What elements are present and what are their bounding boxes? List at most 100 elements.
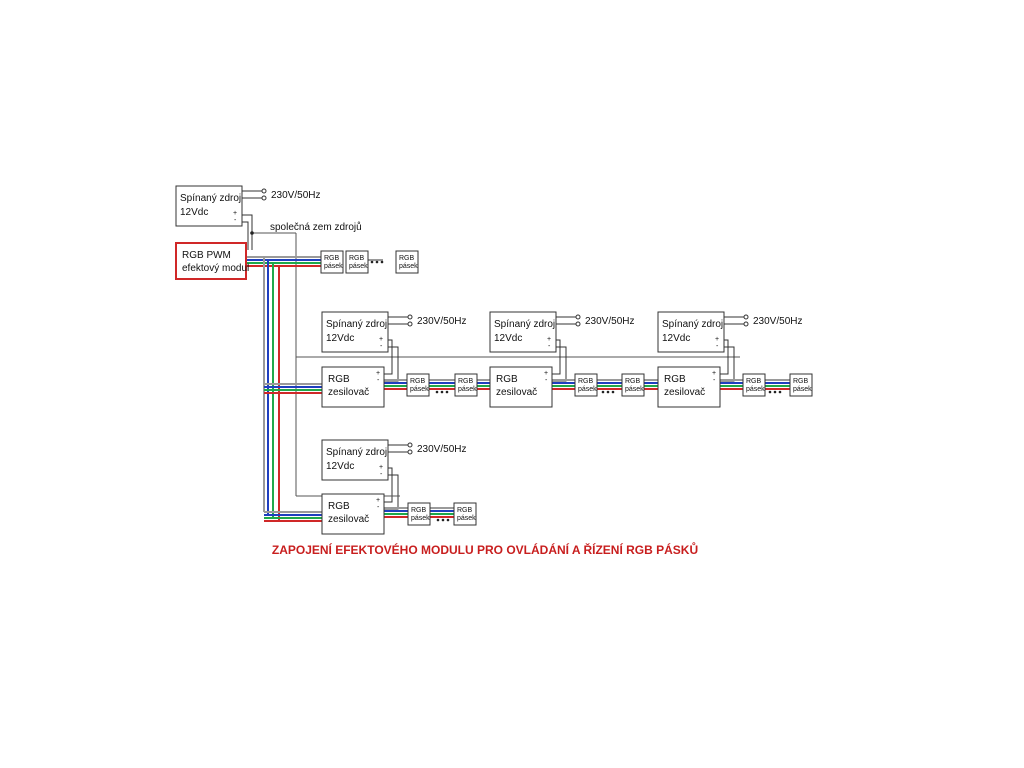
continuation-dots	[370, 260, 384, 264]
minus-sign: -	[377, 377, 380, 384]
strip-sublabel: pásek	[746, 386, 765, 393]
strip-sublabel: pásek	[458, 386, 477, 393]
psu-minus-lead	[242, 221, 249, 250]
strip-sublabel: pásek	[625, 386, 644, 393]
strip-label: RGB	[793, 378, 809, 385]
mains-input: 230V/50Hz	[388, 314, 466, 327]
dot	[768, 390, 772, 394]
dot	[436, 518, 440, 522]
minus-sign: -	[548, 343, 551, 350]
dot	[380, 260, 384, 264]
strip-label: RGB	[349, 255, 365, 262]
strip-box	[621, 373, 645, 397]
plus-sign: +	[547, 336, 551, 343]
diagram-caption: ZAPOJENÍ EFEKTOVÉHO MODULU PRO OVLÁDÁNÍ …	[271, 543, 699, 557]
minus-sign: -	[380, 343, 383, 350]
amplifier-sublabel: zesilovač	[328, 387, 369, 398]
mains-input: 230V/50Hz	[388, 442, 466, 455]
strip-box	[789, 373, 813, 397]
continuation-dots	[435, 390, 449, 394]
dot	[445, 390, 449, 394]
strip-box	[742, 373, 766, 397]
plus-sign: +	[379, 464, 383, 471]
strip-box	[406, 373, 430, 397]
dot	[440, 390, 444, 394]
plus-sign: +	[712, 370, 716, 377]
power-supply-label: Spínaný zdroj	[326, 447, 387, 458]
strip-box	[454, 373, 478, 397]
power-supply-box	[489, 311, 557, 353]
amplifier-box	[657, 366, 721, 408]
mains-terminal	[261, 195, 267, 201]
amplifier-label: RGB	[664, 374, 686, 385]
strip-sublabel: pásek	[793, 386, 812, 393]
mains-input: 230V/50Hz	[556, 314, 634, 327]
trunk-to-amp4-wires	[264, 511, 322, 522]
dot	[773, 390, 777, 394]
mains-terminal	[743, 321, 749, 327]
power-supply-voltage: 12Vdc	[326, 333, 354, 344]
continuation-dots	[768, 390, 782, 394]
amplifier-label: RGB	[328, 374, 350, 385]
amplifier-sublabel: zesilovač	[328, 514, 369, 525]
strip-sublabel: pásek	[324, 263, 343, 270]
common-ground-lines	[242, 214, 297, 496]
dot	[778, 390, 782, 394]
amplifier-sublabel: zesilovač	[664, 387, 705, 398]
mains-terminal	[743, 314, 749, 320]
amplifier-box	[489, 366, 553, 408]
strip-sublabel: pásek	[399, 263, 418, 270]
mains-terminal	[407, 321, 413, 327]
amplifier-sublabel: zesilovač	[496, 387, 537, 398]
continuation-dots	[601, 390, 615, 394]
pwm-output-wires	[246, 256, 322, 267]
strip-sublabel: pásek	[411, 515, 430, 522]
strip-label: RGB	[399, 255, 415, 262]
power-supply-box	[321, 311, 389, 353]
power-supply-label: Spínaný zdroj	[180, 193, 241, 204]
plus-sign: +	[376, 497, 380, 504]
mains-label: 230V/50Hz	[585, 316, 634, 327]
amplifier-box	[321, 366, 385, 408]
wires-layer	[242, 214, 812, 522]
common-ground-label: společná zem zdrojů	[270, 221, 362, 233]
mains-label: 230V/50Hz	[753, 316, 802, 327]
minus-sign: -	[234, 217, 237, 224]
power-supply-box	[657, 311, 725, 353]
strip-box	[345, 250, 369, 274]
mains-terminal	[407, 442, 413, 448]
power-supply-voltage: 12Vdc	[494, 333, 522, 344]
dot	[606, 390, 610, 394]
strip-label: RGB	[578, 378, 594, 385]
mains-label: 230V/50Hz	[417, 444, 466, 455]
minus-sign: -	[380, 471, 383, 478]
strip-label: RGB	[411, 507, 427, 514]
strip-box	[395, 250, 419, 274]
strip-label: RGB	[457, 507, 473, 514]
mains-terminal	[575, 321, 581, 327]
strip-box	[320, 250, 344, 274]
plus-sign: +	[544, 370, 548, 377]
strip-label: RGB	[746, 378, 762, 385]
mains-label: 230V/50Hz	[271, 190, 320, 201]
psu-plus-lead	[242, 214, 253, 250]
dot	[435, 390, 439, 394]
minus-sign: -	[545, 377, 548, 384]
dot	[611, 390, 615, 394]
strip-label: RGB	[324, 255, 340, 262]
strip-sublabel: pásek	[349, 263, 368, 270]
power-supply-voltage: 12Vdc	[180, 207, 208, 218]
